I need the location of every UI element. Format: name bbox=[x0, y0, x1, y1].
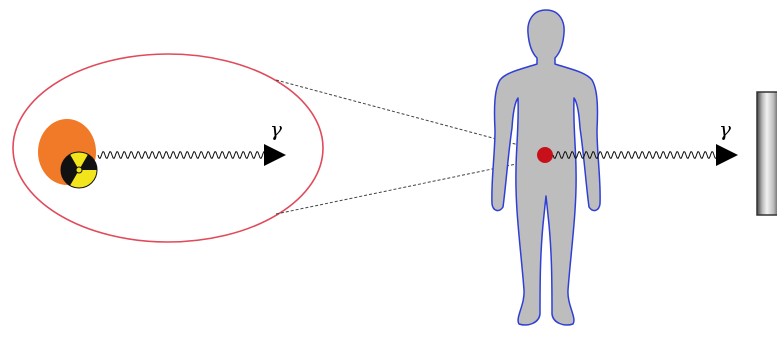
human-silhouette-icon bbox=[492, 10, 600, 325]
gamma-arrow-left-icon bbox=[264, 144, 286, 166]
gamma-ray-wave-right bbox=[553, 152, 717, 159]
radioactive-source-icon bbox=[38, 119, 97, 188]
source-dot bbox=[537, 147, 553, 163]
gamma-label-left: γ bbox=[270, 117, 282, 141]
gamma-label-right: γ bbox=[719, 117, 731, 141]
gamma-detector-icon bbox=[757, 92, 777, 215]
gamma-arrow-right-icon bbox=[716, 144, 738, 166]
gamma-ray-wave-left bbox=[98, 152, 265, 159]
